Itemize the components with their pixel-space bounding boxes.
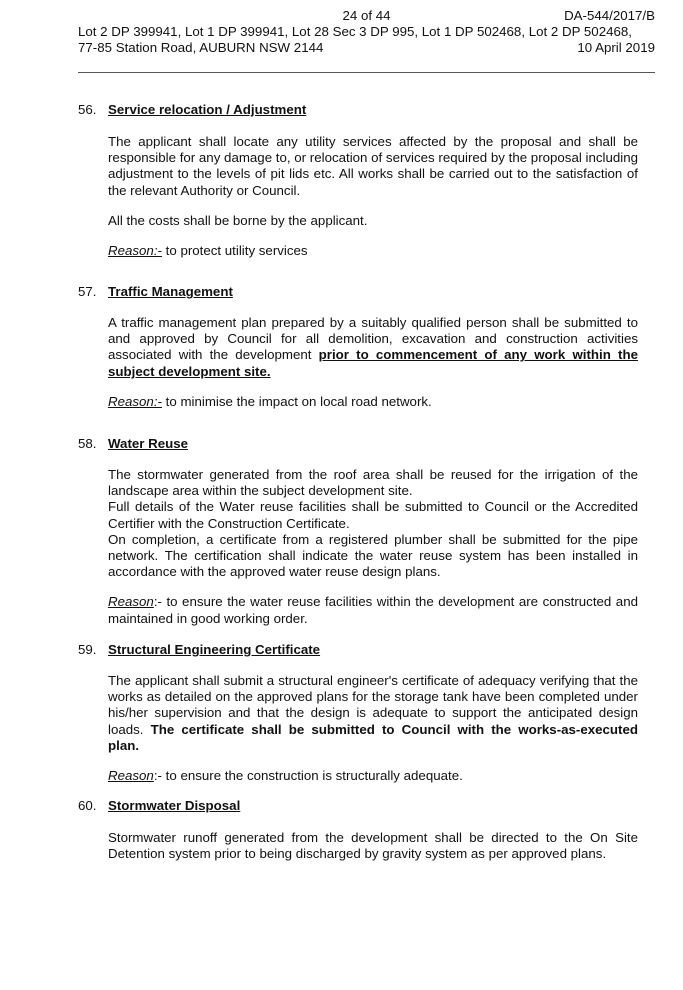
condition-57: 57. Traffic Management A traffic managem…: [78, 284, 638, 410]
reason-label: Reason: [108, 594, 154, 610]
section-paragraph: Stormwater runoff generated from the dev…: [108, 830, 638, 862]
section-title: Stormwater Disposal: [108, 798, 241, 813]
reason-label: Reason:-: [108, 243, 162, 259]
page-header: 24 of 44 DA-544/2017/B Lot 2 DP 399941, …: [78, 8, 655, 56]
header-divider: [78, 72, 655, 73]
header-row-2: Lot 2 DP 399941, Lot 1 DP 399941, Lot 28…: [78, 24, 655, 40]
condition-56: 56. Service relocation / Adjustment The …: [78, 102, 638, 259]
reason-line: Reason:- to ensure the construction is s…: [108, 768, 638, 784]
reference-number: DA-544/2017/B: [564, 8, 655, 23]
reason-line: Reason:- to ensure the water reuse facil…: [108, 594, 638, 626]
property-address: 77-85 Station Road, AUBURN NSW 2144: [78, 40, 324, 55]
section-heading: 57. Traffic Management: [78, 284, 638, 300]
section-paragraph: On completion, a certificate from a regi…: [108, 531, 638, 580]
reason-label: Reason:-: [108, 393, 162, 409]
section-heading: 58. Water Reuse: [78, 436, 638, 452]
section-number: 58.: [78, 436, 97, 451]
section-heading: 60. Stormwater Disposal: [78, 798, 638, 814]
section-title: Structural Engineering Certificate: [108, 642, 321, 657]
reason-line: Reason:- to minimise the impact on local…: [108, 394, 638, 410]
section-number: 60.: [78, 798, 97, 813]
document-date: 10 April 2019: [577, 40, 655, 55]
section-paragraph: Full details of the Water reuse faciliti…: [108, 499, 638, 531]
reason-text: :- to ensure the water reuse facilities …: [108, 594, 638, 626]
section-title: Traffic Management: [108, 284, 233, 299]
section-title: Water Reuse: [108, 436, 189, 451]
section-paragraph: The stormwater generated from the roof a…: [108, 467, 638, 499]
reason-text: to minimise the impact on local road net…: [161, 393, 432, 409]
section-paragraph: All the costs shall be borne by the appl…: [108, 212, 368, 228]
header-row-1: 24 of 44 DA-544/2017/B: [78, 8, 655, 24]
condition-60: 60. Stormwater Disposal Stormwater runof…: [78, 798, 638, 862]
reason-line: Reason:- to protect utility services: [108, 243, 638, 259]
property-lots: Lot 2 DP 399941, Lot 1 DP 399941, Lot 28…: [78, 24, 632, 39]
condition-58: 58. Water Reuse The stormwater generated…: [78, 436, 638, 627]
section-number: 59.: [78, 642, 97, 657]
section-paragraph: The applicant shall submit a structural …: [108, 673, 638, 753]
section-number: 57.: [78, 284, 97, 299]
condition-59: 59. Structural Engineering Certificate T…: [78, 642, 638, 784]
section-heading: 56. Service relocation / Adjustment: [78, 102, 638, 118]
emphasis-text: The certificate shall be submitted to Co…: [108, 721, 638, 753]
section-heading: 59. Structural Engineering Certificate: [78, 642, 638, 658]
section-paragraph: The applicant shall locate any utility s…: [108, 134, 638, 198]
emphasis-text: prior to commencement of any work within…: [108, 347, 638, 379]
reason-text: to protect utility services: [161, 243, 308, 259]
header-row-3: 77-85 Station Road, AUBURN NSW 2144 10 A…: [78, 40, 655, 56]
section-paragraph: A traffic management plan prepared by a …: [108, 315, 638, 379]
section-number: 56.: [78, 102, 97, 117]
reason-text: :- to ensure the construction is structu…: [153, 768, 463, 784]
section-title: Service relocation / Adjustment: [108, 102, 307, 117]
reason-label: Reason: [108, 768, 154, 784]
